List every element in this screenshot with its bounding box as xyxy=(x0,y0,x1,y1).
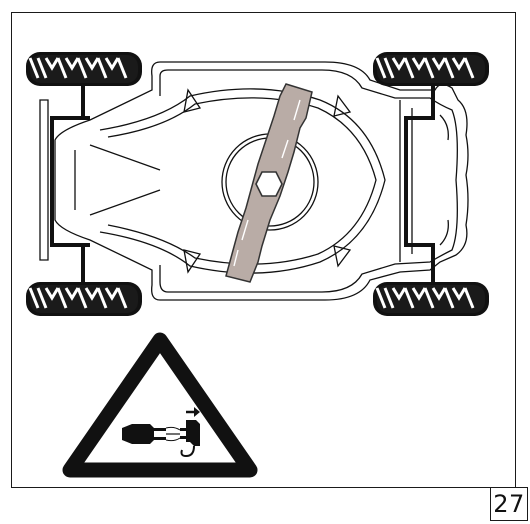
blade-bolt-icon xyxy=(255,171,283,197)
wheel-front-right xyxy=(373,52,489,86)
warning-triangle-icon xyxy=(62,332,258,478)
mower-underside-diagram xyxy=(26,52,489,316)
wheel-rear-left xyxy=(26,282,142,316)
mower-blade xyxy=(225,83,313,283)
figure-number: 27 xyxy=(490,487,528,521)
mower-axles xyxy=(50,85,435,282)
wheel-rear-right xyxy=(373,282,489,316)
unplug-cable-icon xyxy=(122,407,200,458)
figure-frame xyxy=(11,12,516,488)
wheel-front-left xyxy=(26,52,142,86)
mower-deck xyxy=(39,61,469,301)
